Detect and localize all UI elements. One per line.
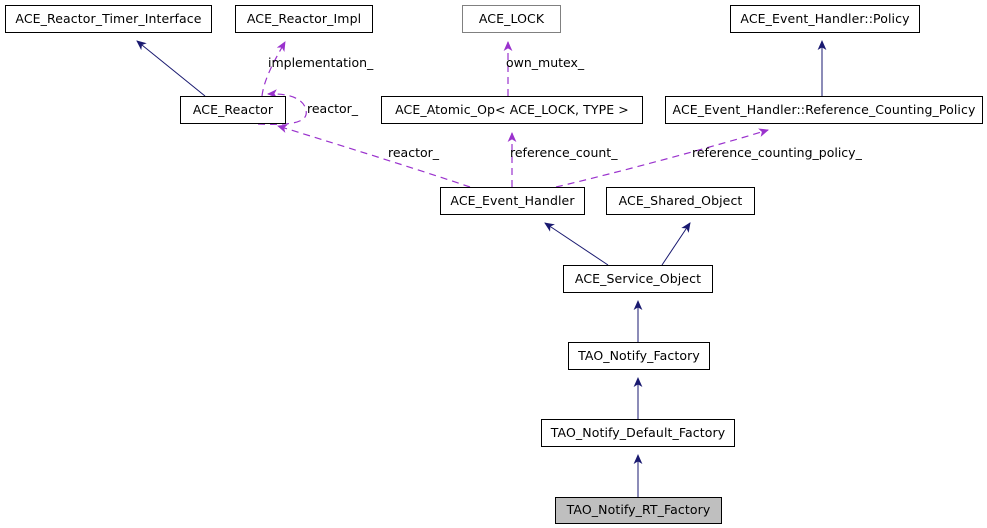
class-node-ace-reactor-impl[interactable]: ACE_Reactor_Impl bbox=[235, 5, 373, 33]
edge-service-object-to-event-handler bbox=[544, 222, 609, 266]
class-node-ace-event-handler-reference-counting-policy[interactable]: ACE_Event_Handler::Reference_Counting_Po… bbox=[665, 96, 983, 124]
class-label: ACE_Event_Handler::Reference_Counting_Po… bbox=[672, 101, 976, 117]
class-label: ACE_Service_Object bbox=[574, 270, 702, 286]
class-node-ace-event-handler-policy[interactable]: ACE_Event_Handler::Policy bbox=[730, 5, 920, 33]
class-node-ace-lock[interactable]: ACE_LOCK bbox=[462, 5, 561, 33]
class-label: ACE_Event_Handler::Policy bbox=[740, 10, 910, 26]
class-label: ACE_Reactor_Impl bbox=[246, 10, 362, 26]
class-node-tao-notify-factory[interactable]: TAO_Notify_Factory bbox=[568, 342, 710, 370]
class-label: ACE_Reactor bbox=[192, 101, 274, 117]
class-label: ACE_Event_Handler bbox=[450, 192, 575, 208]
class-label: TAO_Notify_Factory bbox=[578, 347, 700, 363]
edge-reactor-to-timer-interface bbox=[136, 40, 206, 97]
class-node-tao-notify-rt-factory[interactable]: TAO_Notify_RT_Factory bbox=[555, 497, 722, 524]
class-node-tao-notify-default-factory[interactable]: TAO_Notify_Default_Factory bbox=[541, 419, 735, 447]
class-node-ace-service-object[interactable]: ACE_Service_Object bbox=[563, 265, 713, 293]
edge-label-reference-count: reference_count_ bbox=[510, 145, 618, 160]
edge-service-object-to-shared-object bbox=[661, 222, 691, 266]
class-node-ace-shared-object[interactable]: ACE_Shared_Object bbox=[606, 187, 755, 215]
edge-label-reference-counting-policy: reference_counting_policy_ bbox=[692, 145, 862, 160]
class-node-ace-event-handler[interactable]: ACE_Event_Handler bbox=[440, 187, 585, 215]
edge-event-handler-rcp bbox=[555, 128, 769, 188]
edge-reactor-self-reactor bbox=[257, 89, 307, 125]
edge-label-reactor-self: reactor_ bbox=[307, 101, 359, 116]
class-node-ace-atomic-op[interactable]: ACE_Atomic_Op< ACE_LOCK, TYPE > bbox=[381, 96, 643, 124]
class-label: TAO_Notify_Default_Factory bbox=[550, 424, 726, 440]
class-label: ACE_Reactor_Timer_Interface bbox=[15, 10, 202, 26]
edge-event-handler-reactor bbox=[277, 124, 471, 188]
edge-reactor-impl-implementation bbox=[261, 41, 286, 97]
class-label: TAO_Notify_RT_Factory bbox=[566, 502, 711, 518]
class-label: ACE_LOCK bbox=[478, 10, 545, 26]
class-node-ace-reactor-timer-interface[interactable]: ACE_Reactor_Timer_Interface bbox=[5, 5, 212, 33]
class-node-ace-reactor[interactable]: ACE_Reactor bbox=[180, 96, 286, 124]
class-label: ACE_Shared_Object bbox=[618, 192, 743, 208]
edge-label-implementation: implementation_ bbox=[268, 55, 374, 70]
class-label: ACE_Atomic_Op< ACE_LOCK, TYPE > bbox=[395, 101, 629, 117]
edge-label-own-mutex: own_mutex_ bbox=[506, 55, 585, 70]
edge-label-reactor-event-handler: reactor_ bbox=[388, 145, 440, 160]
